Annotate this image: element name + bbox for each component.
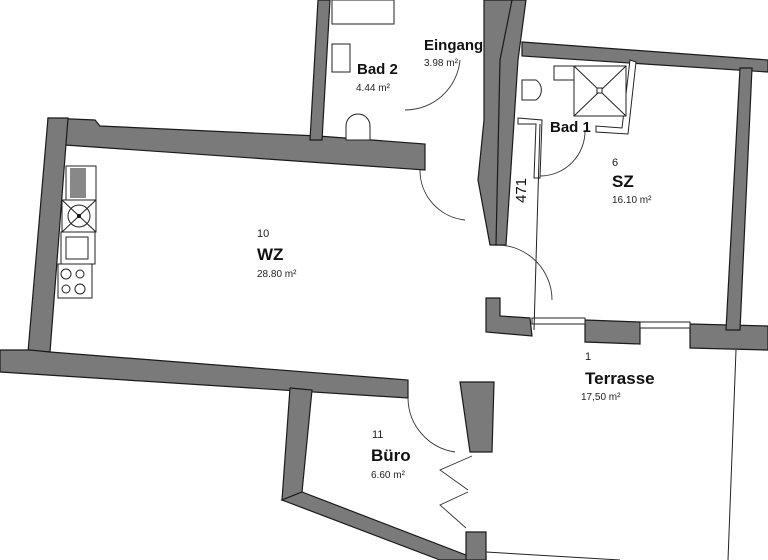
room-buero-area: 6.60 m² xyxy=(371,470,405,481)
door-bad1 xyxy=(539,129,586,177)
room-sz-name: SZ xyxy=(612,172,634,191)
door-terrace-buero-2 xyxy=(439,491,469,529)
room-wz-number: 10 xyxy=(257,228,270,240)
wall-buero-right-lower xyxy=(465,531,487,560)
room-sz-number: 6 xyxy=(612,157,619,169)
room-buero-name: Büro xyxy=(371,446,411,465)
window-terrace-2 xyxy=(639,321,691,329)
room-buero-number: 11 xyxy=(372,429,384,441)
room-eingang-name: Eingang xyxy=(424,37,484,54)
wall-terrace-top-right xyxy=(689,323,768,351)
room-wz-area: 28.80 m² xyxy=(257,269,297,280)
room-terrasse-number: 1 xyxy=(585,351,592,363)
bad1-toilet xyxy=(521,79,542,101)
room-terrasse-name: Terrasse xyxy=(585,369,655,388)
door-wz xyxy=(419,169,466,221)
door-terrace-buero-1 xyxy=(439,455,473,491)
room-eingang-area: 3.98 m² xyxy=(424,58,458,69)
bad1-partition xyxy=(517,117,543,179)
bad2-bathtub xyxy=(331,0,395,25)
wall-terrace-top-left xyxy=(485,297,533,337)
wall-buero-right xyxy=(459,381,495,453)
kitchen-counter xyxy=(57,165,97,299)
room-bad1-name: Bad 1 xyxy=(550,119,591,136)
room-bad2-area: 4.44 m² xyxy=(356,83,390,94)
bad2-toilet xyxy=(345,113,371,141)
bad1-shower xyxy=(573,65,627,117)
wall-sz-left xyxy=(495,0,527,246)
door-eingang xyxy=(404,59,461,111)
dimension-line xyxy=(533,123,541,331)
terrace-boundary xyxy=(727,349,737,560)
dimension-label: 471 xyxy=(513,177,530,203)
wall-wz-bottom xyxy=(0,349,409,399)
wall-buero-left xyxy=(281,387,313,501)
door-sz xyxy=(497,244,553,301)
room-bad2-name: Bad 2 xyxy=(357,61,398,78)
room-terrasse-area: 17,50 m² xyxy=(581,392,621,403)
room-wz-name: WZ xyxy=(257,245,284,264)
wall-sz-right xyxy=(725,67,753,331)
wall-buero-bottom xyxy=(280,491,487,560)
terrace-bottom xyxy=(485,551,621,560)
wall-bad2-left xyxy=(309,0,331,141)
wall-terrace-top-mid xyxy=(584,319,641,345)
door-buero xyxy=(407,397,456,453)
wall-sz-top xyxy=(521,41,768,73)
bad2-sink xyxy=(331,43,351,73)
room-sz-area: 16.10 m² xyxy=(612,195,652,206)
window-terrace-1 xyxy=(531,317,586,325)
